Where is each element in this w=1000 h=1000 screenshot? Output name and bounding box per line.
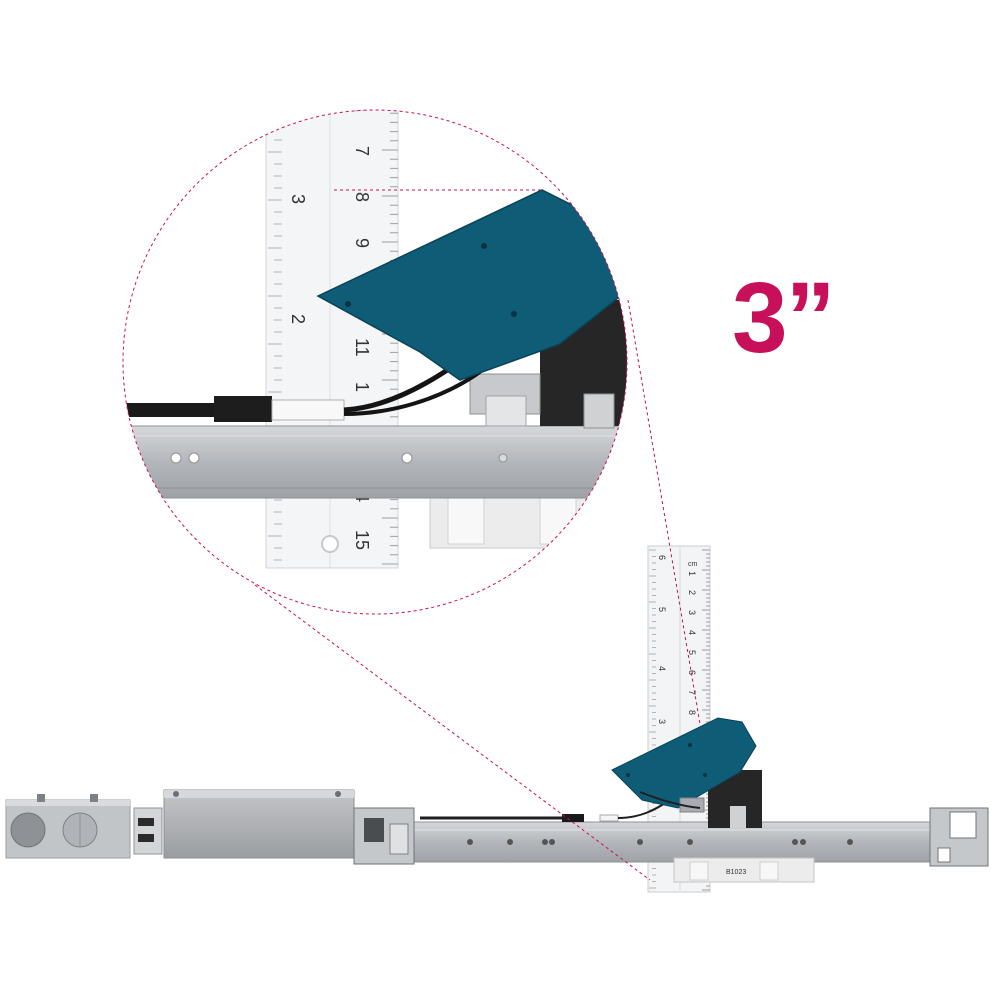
ruler-small-cm-3: 3 bbox=[687, 610, 697, 615]
ruler-small-cm-7: 7 bbox=[687, 690, 697, 695]
rail-bracket-right bbox=[929, 807, 989, 867]
zoom-power-cable bbox=[123, 357, 482, 422]
ruler-small-in-5: 5 bbox=[657, 607, 667, 612]
mount-plate bbox=[611, 717, 757, 809]
mounting-rail bbox=[399, 821, 937, 863]
ruler-zoom-cm-9: 9 bbox=[352, 238, 372, 248]
ruler-zoom-cm-15: 15 bbox=[352, 530, 372, 550]
rail-bracket-left bbox=[353, 807, 415, 865]
ruler-zoom-cm-12: 1 bbox=[352, 382, 372, 392]
ruler-small-cm-2: 2 bbox=[687, 590, 697, 595]
ruler-small-cm-6: 6 bbox=[687, 670, 697, 675]
junction-box bbox=[163, 789, 355, 859]
zoom-rail bbox=[123, 425, 627, 499]
plastic-clip: B1023 bbox=[673, 857, 815, 883]
ruler-small-cm-unit: cm bbox=[688, 561, 698, 568]
power-cable bbox=[420, 799, 671, 822]
connector-bracket bbox=[133, 807, 163, 855]
ruler-small-cm-5: 5 bbox=[687, 650, 697, 655]
zoom-mount-plate bbox=[316, 189, 627, 381]
ruler-zoom-in-3: 3 bbox=[288, 194, 308, 204]
ruler-small-in-6: 6 bbox=[657, 555, 667, 560]
zoom-lens: 6 7 8 9 11 1 4 15 3 2 bbox=[122, 102, 628, 615]
part-code-small: B1023 bbox=[726, 869, 746, 876]
ruler-zoom-cm-7: 7 bbox=[352, 146, 372, 156]
ruler-zoom-in-2: 2 bbox=[288, 314, 308, 324]
ruler-small-cm-4: 4 bbox=[687, 630, 697, 635]
ruler-zoom-cm-8: 8 bbox=[352, 192, 372, 202]
callout-lines bbox=[254, 299, 701, 881]
ruler-small-in-4: 4 bbox=[657, 666, 667, 671]
dimension-label: 3” bbox=[732, 262, 836, 374]
ruler-small-cm-1: 1 bbox=[687, 571, 697, 576]
main-assembly: cm 1 2 3 4 5 6 7 8 6 5 4 3 bbox=[5, 545, 989, 893]
ruler-small-in-3: 3 bbox=[657, 719, 667, 724]
ruler-zoom-cm-6: 6 bbox=[348, 102, 368, 112]
end-block bbox=[5, 794, 131, 859]
plate-hardware bbox=[639, 791, 705, 813]
ruler-small-cm-8: 8 bbox=[687, 710, 697, 715]
ruler-zoom-cm-11: 11 bbox=[352, 338, 372, 357]
